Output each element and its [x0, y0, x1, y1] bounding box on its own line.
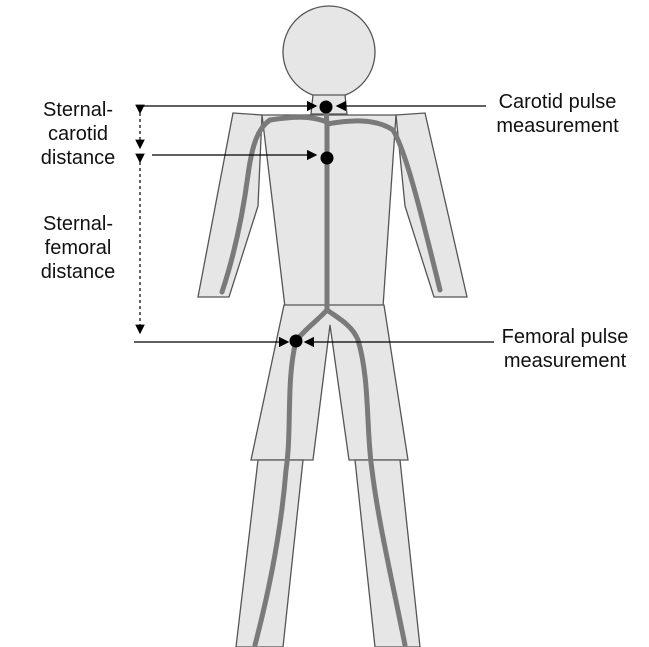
sternal-carotid-distance-label: Sternal- carotid distance: [8, 98, 148, 170]
label-line: carotid: [8, 122, 148, 146]
label-line: distance: [8, 146, 148, 170]
head: [283, 6, 375, 98]
label-line: Femoral pulse: [485, 325, 645, 349]
right-arm: [396, 113, 467, 297]
label-line: measurement: [470, 114, 645, 138]
aorta: [326, 108, 327, 310]
label-line: distance: [8, 260, 148, 284]
femoral-marker: [290, 335, 303, 348]
sternal-femoral-distance-label: Sternal- femoral distance: [8, 212, 148, 284]
left-leg: [236, 460, 303, 647]
label-line: Carotid pulse: [470, 90, 645, 114]
label-line: Sternal-: [8, 98, 148, 122]
label-line: measurement: [485, 349, 645, 373]
femoral-pulse-measurement-label: Femoral pulse measurement: [485, 325, 645, 373]
sternal-marker: [321, 152, 334, 165]
body-silhouette: [198, 6, 467, 647]
label-line: Sternal-: [8, 212, 148, 236]
carotid-pulse-measurement-label: Carotid pulse measurement: [470, 90, 645, 138]
shorts: [251, 305, 408, 460]
label-line: femoral: [8, 236, 148, 260]
carotid-marker: [320, 101, 333, 114]
